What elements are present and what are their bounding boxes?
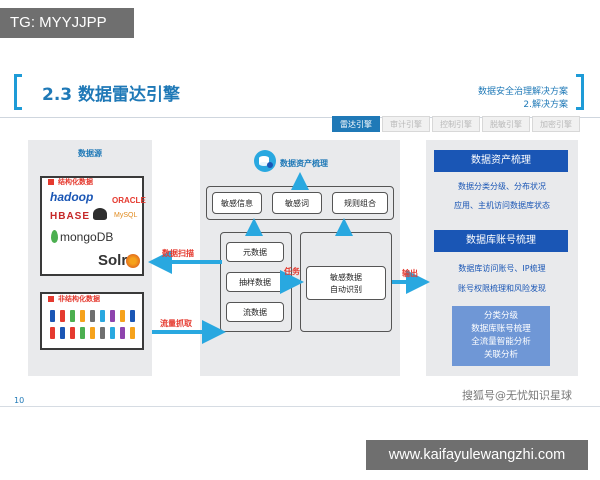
file-type-icon bbox=[70, 310, 75, 322]
unstructured-data-label: 非结构化数据 bbox=[58, 295, 100, 303]
file-type-icon bbox=[50, 327, 55, 339]
file-type-icon bbox=[80, 310, 85, 322]
watermark-bottom: www.kaifayulewangzhi.com bbox=[366, 440, 588, 470]
node-metadata: 元数据 bbox=[226, 242, 284, 262]
account-item-2: 账号权限梳理和风险发现 bbox=[458, 284, 546, 293]
database-gear-icon bbox=[254, 150, 276, 172]
asset-item-1: 数据分类分级、分布状况 bbox=[458, 182, 546, 191]
hbase-logo: HBASE bbox=[50, 211, 91, 222]
file-type-icon bbox=[110, 327, 115, 339]
file-type-icon bbox=[90, 327, 95, 339]
asset-item-2: 应用、主机访问数据库状态 bbox=[454, 201, 550, 210]
tab-audit-engine[interactable]: 审计引擎 bbox=[382, 116, 430, 132]
title-bracket-left bbox=[14, 74, 22, 110]
orca-icon bbox=[93, 208, 107, 220]
node-stream-data: 流数据 bbox=[226, 302, 284, 322]
file-type-icon bbox=[130, 327, 135, 339]
hadoop-logo: hadoop bbox=[50, 190, 94, 204]
title-bracket-right bbox=[576, 74, 584, 110]
tab-encryption-engine[interactable]: 加密引擎 bbox=[532, 116, 580, 132]
account-item-1: 数据库访问账号、IP梳理 bbox=[458, 264, 546, 273]
file-type-icon bbox=[60, 327, 65, 339]
tab-masking-engine[interactable]: 脱敏引擎 bbox=[482, 116, 530, 132]
file-type-icon bbox=[120, 327, 125, 339]
file-type-icon bbox=[110, 310, 115, 322]
file-type-icon bbox=[90, 310, 95, 322]
mysql-logo: MySQL bbox=[114, 212, 138, 219]
unstructured-marker-icon bbox=[48, 296, 54, 302]
data-source-title: 数据源 bbox=[78, 149, 102, 158]
footer-divider bbox=[0, 406, 600, 407]
header-subtitle-2: 2.解决方案 bbox=[523, 100, 568, 110]
file-type-icon bbox=[50, 310, 55, 322]
asset-sorting-title: 数据资产梳理 bbox=[280, 159, 328, 168]
summary-line-1: 分类分级 bbox=[483, 311, 518, 321]
file-type-icon bbox=[80, 327, 85, 339]
scan-label: 数据扫描 bbox=[162, 249, 194, 258]
node-rule-combination: 规则组合 bbox=[332, 192, 388, 214]
file-type-icon bbox=[100, 327, 105, 339]
task-label: 任务 bbox=[284, 267, 300, 276]
file-type-icon bbox=[120, 310, 125, 322]
file-type-icon bbox=[130, 310, 135, 322]
asset-sorting-bar: 数据资产梳理 bbox=[434, 150, 568, 172]
mongodb-leaf-icon bbox=[51, 230, 58, 243]
output-label: 输出 bbox=[402, 269, 418, 278]
page-number: 10 bbox=[14, 396, 25, 405]
account-sorting-bar: 数据库账号梳理 bbox=[434, 230, 568, 252]
capture-label: 流量抓取 bbox=[160, 319, 192, 328]
file-type-icon bbox=[70, 327, 75, 339]
node-auto-identify: 敏感数据 自动识别 bbox=[306, 266, 386, 300]
header-divider bbox=[0, 117, 600, 118]
tab-radar-engine[interactable]: 雷达引擎 bbox=[332, 116, 380, 132]
file-type-icon bbox=[60, 310, 65, 322]
summary-line-4: 关联分析 bbox=[483, 350, 518, 360]
oracle-logo: ORACLE bbox=[112, 196, 146, 205]
file-type-icon bbox=[100, 310, 105, 322]
header-subtitle-1: 数据安全治理解决方案 bbox=[477, 87, 568, 97]
structured-data-label: 结构化数据 bbox=[58, 178, 93, 186]
engine-tabs: 雷达引擎 审计引擎 控制引擎 脱敏引擎 加密引擎 bbox=[332, 116, 580, 132]
mongodb-logo: mongoDB bbox=[60, 230, 114, 244]
sohu-watermark: 搜狐号@无忧知识星球 bbox=[462, 389, 572, 402]
summary-line-3: 全流量智能分析 bbox=[471, 337, 531, 347]
summary-line-2: 数据库账号梳理 bbox=[471, 324, 531, 334]
tab-control-engine[interactable]: 控制引擎 bbox=[432, 116, 480, 132]
page-title: 2.3 数据雷达引擎 bbox=[42, 85, 181, 105]
watermark-top: TG: MYYJJPP bbox=[0, 8, 134, 38]
structured-marker-icon bbox=[48, 179, 54, 185]
node-sensitive-words: 敏感词 bbox=[272, 192, 322, 214]
node-sensitive-info: 敏感信息 bbox=[212, 192, 262, 214]
solr-sun-icon bbox=[126, 254, 140, 268]
solr-logo: Solr bbox=[98, 252, 128, 269]
summary-box: 分类分级 数据库账号梳理 全流量智能分析 关联分析 bbox=[452, 306, 550, 366]
database-gear-icon-svg bbox=[259, 156, 273, 168]
